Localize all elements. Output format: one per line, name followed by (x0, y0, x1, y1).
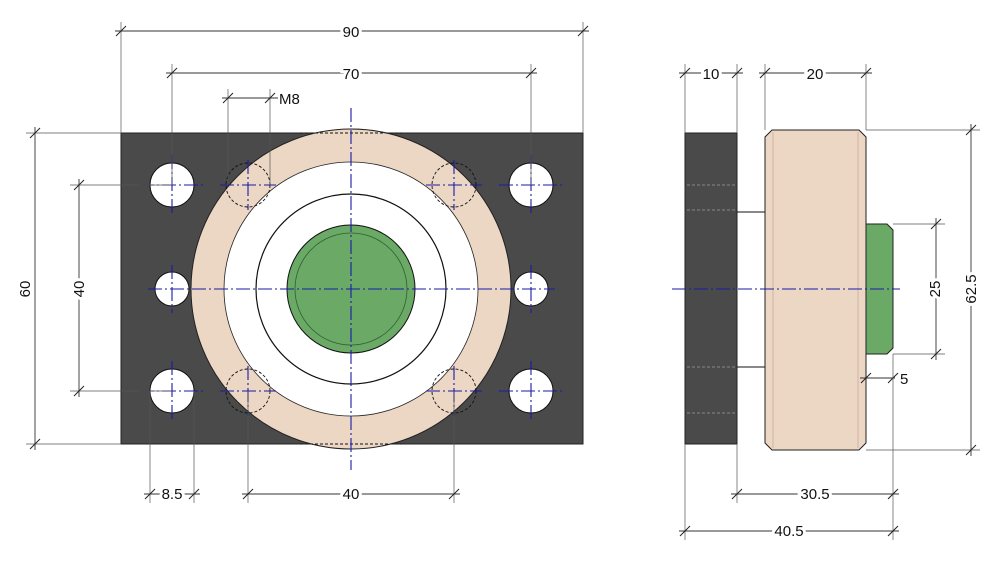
dim-outer-holes-label: 70 (343, 66, 360, 83)
dim-flange-holes-label: 40 (343, 486, 360, 503)
dim-total-length-label: 40.5 (774, 523, 803, 540)
dim-flange-dia-label: 62.5 (963, 274, 980, 303)
side-flange (764, 129, 867, 451)
dim-height-label: 60 (17, 281, 34, 298)
dim-nut-protrusion-label: 5 (900, 371, 908, 388)
dim-inner-length-label: 30.5 (800, 486, 829, 503)
dim-thread-label: M8 (279, 91, 300, 108)
dim-block-thickness-label: 10 (703, 66, 720, 83)
dim-width-label: 90 (343, 24, 360, 41)
dim-hole-dia-label: 8.5 (162, 486, 183, 503)
dim-nut-dia-label: 25 (927, 281, 944, 298)
dim-hole-spacing-v-label: 40 (71, 281, 88, 298)
front-view: 90 70 M8 60 40 8.5 (14, 21, 589, 506)
dim-flange-thickness-label: 20 (807, 66, 824, 83)
side-view: 10 20 25 62.5 5 30.5 (672, 63, 983, 543)
